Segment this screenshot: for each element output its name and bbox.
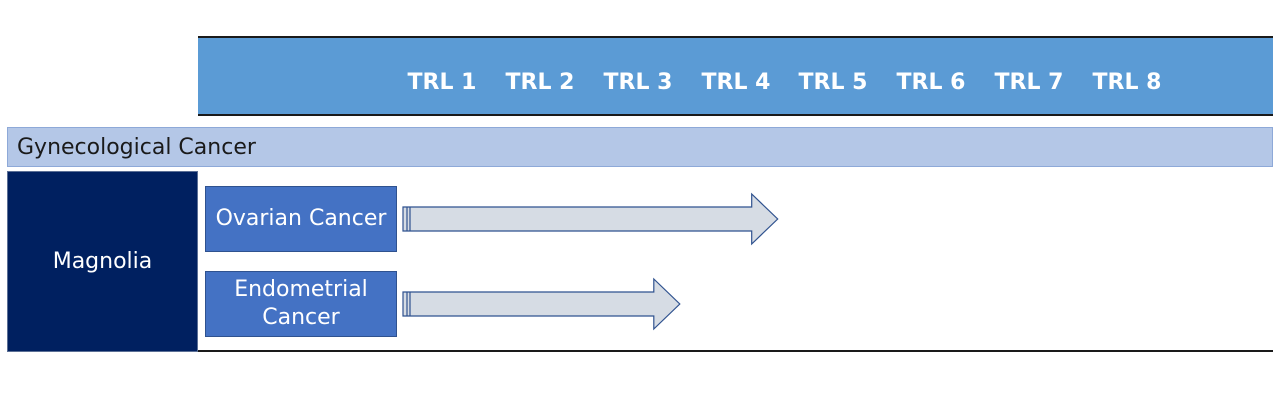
- trl-7-label: TRL 7: [994, 70, 1064, 95]
- category-label: Gynecological Cancer: [17, 134, 256, 160]
- organization-label: Magnolia: [52, 249, 153, 274]
- trl-1-label: TRL 1: [407, 70, 477, 95]
- trl-4-label: TRL 4: [701, 70, 771, 95]
- trl-8-label: TRL 8: [1092, 70, 1162, 95]
- indication-endometrial-cancer: Endometrial Cancer: [205, 271, 397, 337]
- trl-3-label: TRL 3: [603, 70, 673, 95]
- indication-label: Endometrial Cancer: [234, 277, 368, 330]
- trl-5-label: TRL 5: [798, 70, 868, 95]
- trl-2-label: TRL 2: [505, 70, 575, 95]
- trl-6-label: TRL 6: [896, 70, 966, 95]
- indication-ovarian-cancer: Ovarian Cancer: [205, 186, 397, 252]
- arrow-body: [402, 192, 779, 246]
- arrow-body: [402, 277, 681, 331]
- bottom-divider: [198, 350, 1273, 352]
- category-bar: Gynecological Cancer: [7, 127, 1273, 167]
- progress-arrow-endometrial-cancer: [402, 277, 681, 331]
- trl-header-band: [198, 36, 1273, 116]
- organization-box: Magnolia: [7, 171, 198, 352]
- progress-arrow-ovarian-cancer: [402, 192, 779, 246]
- indication-label: Ovarian Cancer: [215, 206, 387, 231]
